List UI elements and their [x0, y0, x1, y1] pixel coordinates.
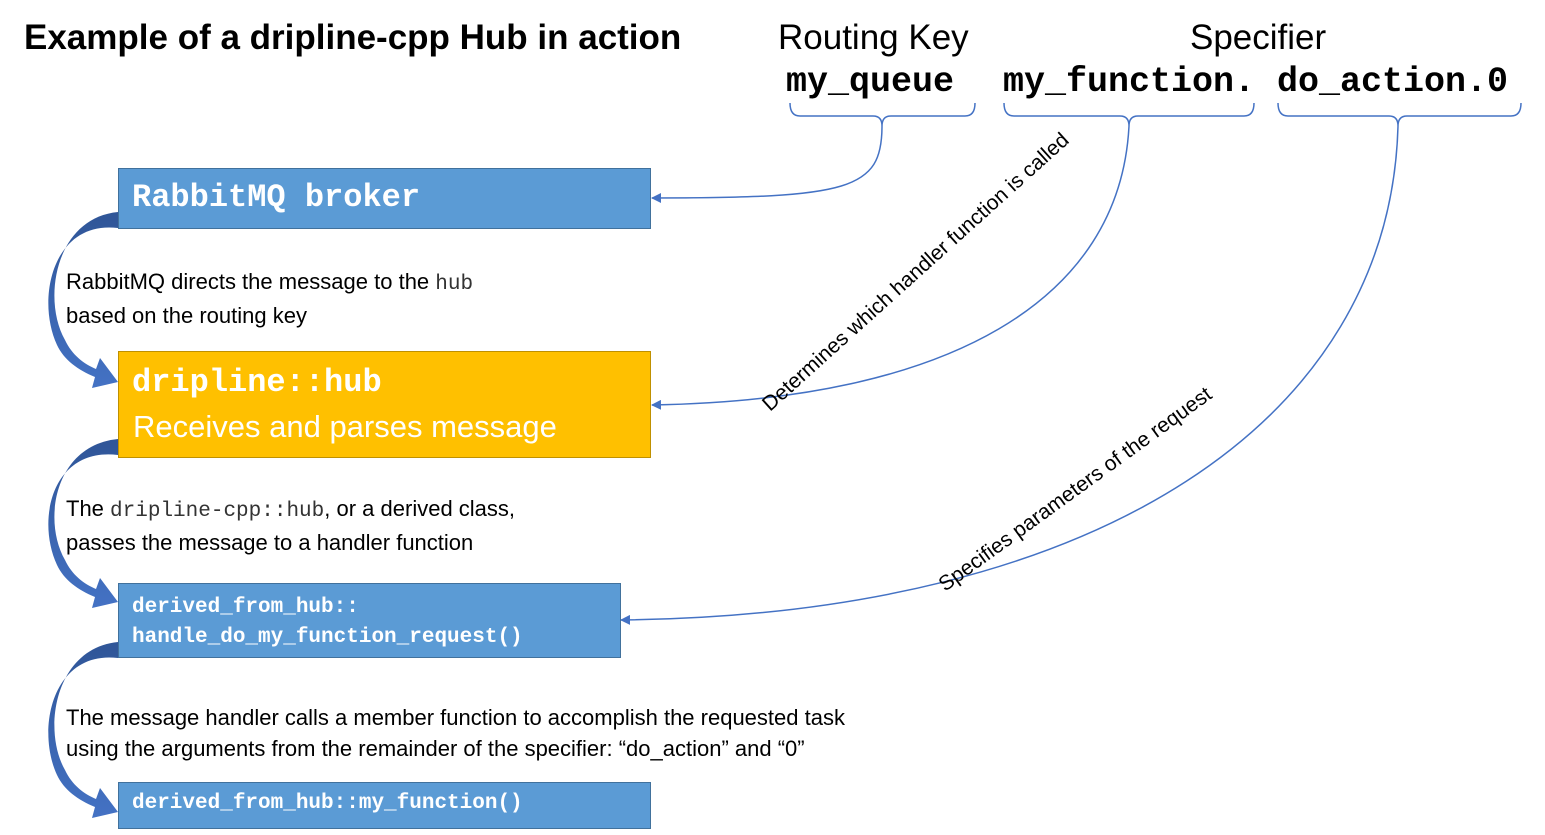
description-member-line1: The message handler calls a member funct… [66, 705, 845, 730]
description-routing-code: hub [435, 273, 474, 296]
description-handler-code: dripline-cpp::hub [110, 500, 325, 523]
flow-arrow-1 [48, 212, 118, 388]
bracket-function [1003, 102, 1255, 127]
hub-label: dripline::hub [132, 364, 382, 401]
specifier-label: Specifier [1190, 18, 1327, 57]
description-handler-prefix: The [66, 496, 111, 521]
description-handler-line2: passes the message to a handler function [66, 530, 474, 555]
broker-label: RabbitMQ broker [132, 179, 421, 216]
routing-key-connector [651, 125, 883, 203]
handler-label-line1: derived_from_hub:: [132, 596, 359, 619]
specifier-arguments-part: do_action.0 [1277, 62, 1509, 102]
handler-function-note: Determines which handler function is cal… [758, 128, 1074, 415]
diagram-title: Example of a dripline-cpp Hub in action [24, 18, 682, 57]
description-handler-suffix: , or a derived class, [324, 496, 516, 521]
description-member-line2: using the arguments from the remainder o… [66, 736, 805, 761]
description-routing-text: RabbitMQ directs the message to the [66, 269, 436, 294]
description-routing: RabbitMQ directs the message to the hub … [66, 266, 473, 331]
handler-label: derived_from_hub:: handle_do_my_function… [132, 593, 523, 653]
description-handler: The dripline-cpp::hub, or a derived clas… [66, 493, 515, 558]
routing-key-value: my_queue [786, 62, 955, 102]
handler-function-box: derived_from_hub:: handle_do_my_function… [118, 583, 621, 658]
description-routing-line2: based on the routing key [66, 303, 307, 328]
bracket-arguments [1277, 102, 1522, 127]
routing-key-label: Routing Key [778, 18, 969, 57]
member-function-box: derived_from_hub::my_function() [118, 782, 651, 829]
hub-sublabel: Receives and parses message [133, 409, 557, 444]
dripline-hub-box: dripline::hub Receives and parses messag… [118, 351, 651, 458]
specifier-function-part: my_function. [1003, 62, 1256, 102]
function-connector [651, 125, 1130, 410]
bracket-routing-key [789, 102, 976, 127]
rabbitmq-broker-box: RabbitMQ broker [118, 168, 651, 229]
flow-arrow-3 [48, 642, 118, 818]
description-member: The message handler calls a member funct… [66, 702, 845, 764]
flow-arrow-2 [48, 439, 118, 608]
member-function-label: derived_from_hub::my_function() [132, 792, 523, 815]
arguments-connector [620, 125, 1399, 625]
handler-label-line2: handle_do_my_function_request() [132, 626, 523, 649]
